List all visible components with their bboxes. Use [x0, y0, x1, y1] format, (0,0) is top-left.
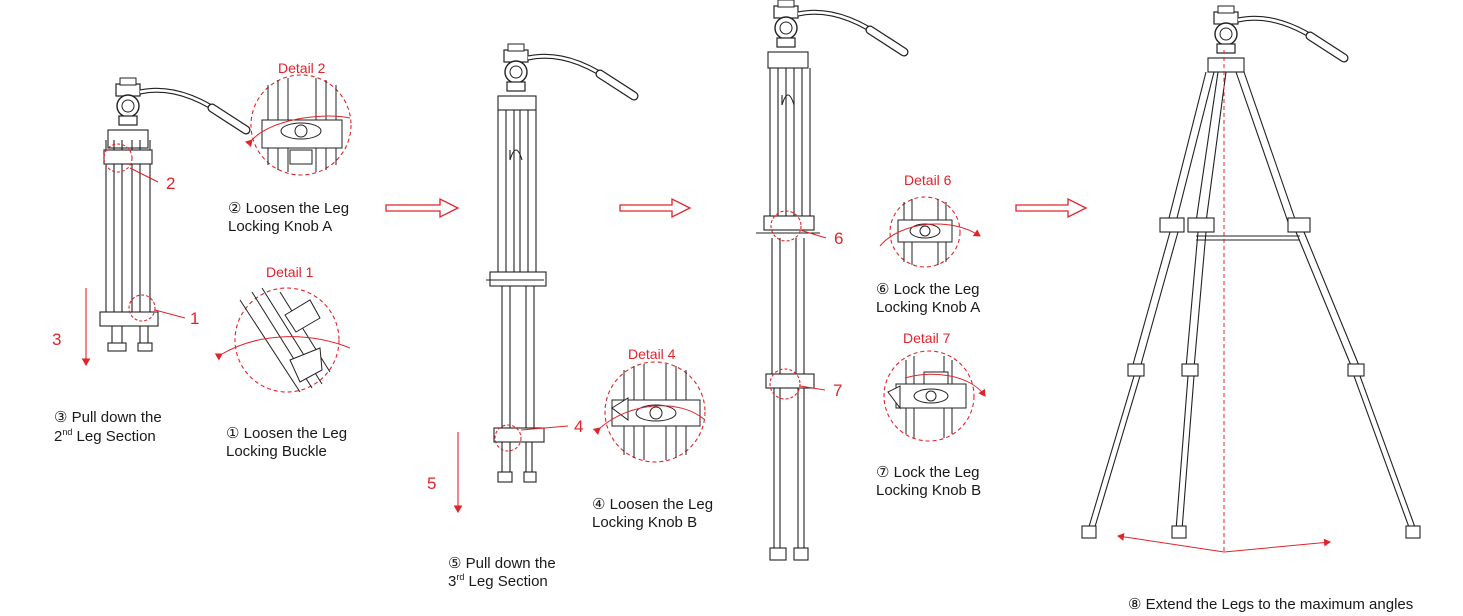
- caption-step2-line1: ② Loosen the Leg: [228, 200, 350, 217]
- caption-step3-line1: ③ Pull down the: [54, 409, 162, 426]
- caption-step5-line1: ⑤ Pull down the: [448, 555, 556, 572]
- detail-4-circle: [592, 361, 706, 463]
- tripod-extended: [1081, 6, 1421, 539]
- tripod-stage-3: [756, 0, 904, 561]
- caption-step4-line2: Locking Knob B: [592, 514, 698, 531]
- detail-7-circle: [883, 350, 986, 442]
- callout-1: 1: [190, 309, 200, 328]
- caption-step8: ⑧ Extend the Legs to the maximum angles: [1128, 596, 1414, 613]
- next-arrow-1: [385, 197, 460, 219]
- tripod-stage-2: [486, 44, 634, 483]
- caption-step3-line2: 2nd Leg Section: [54, 427, 156, 446]
- caption-step4-line1: ④ Loosen the Leg: [592, 496, 714, 513]
- callout-lines-3: [769, 210, 827, 400]
- caption-step1-line2: Locking Buckle: [226, 443, 327, 460]
- detail-6-title: Detail 6: [904, 172, 952, 188]
- caption-step7-line2: Locking Knob B: [876, 482, 982, 499]
- caption-step6-line2: Locking Knob A: [876, 299, 981, 316]
- caption-step1-line1: ① Loosen the Leg: [226, 425, 348, 442]
- caption-step6-line1: ⑥ Lock the Leg: [876, 281, 980, 298]
- callout-6: 6: [834, 229, 844, 248]
- tripod-collapsed: [99, 78, 246, 352]
- callout-7: 7: [833, 381, 843, 400]
- angle-indicators: [1117, 50, 1331, 553]
- caption-step5-line2: 3rd Leg Section: [448, 572, 548, 591]
- next-arrow-2: [619, 197, 692, 219]
- caption-step2-line2: Locking Knob A: [228, 218, 333, 235]
- callout-4: 4: [574, 417, 584, 436]
- detail-2-title: Detail 2: [278, 60, 326, 76]
- next-arrow-3: [1015, 197, 1088, 219]
- detail-1-circle: [214, 287, 351, 393]
- detail-4-title: Detail 4: [628, 346, 676, 362]
- caption-step7-line1: ⑦ Lock the Leg: [876, 464, 980, 481]
- detail-6-circle: [879, 196, 981, 268]
- callout-3: 3: [52, 330, 62, 349]
- callout-lines-2: [453, 424, 569, 514]
- detail-2-circle: [245, 74, 352, 176]
- callout-5: 5: [427, 474, 437, 493]
- callout-2: 2: [166, 174, 176, 193]
- detail-1-title: Detail 1: [266, 264, 314, 280]
- detail-7-title: Detail 7: [903, 330, 951, 346]
- callout-lines-1: [81, 143, 186, 367]
